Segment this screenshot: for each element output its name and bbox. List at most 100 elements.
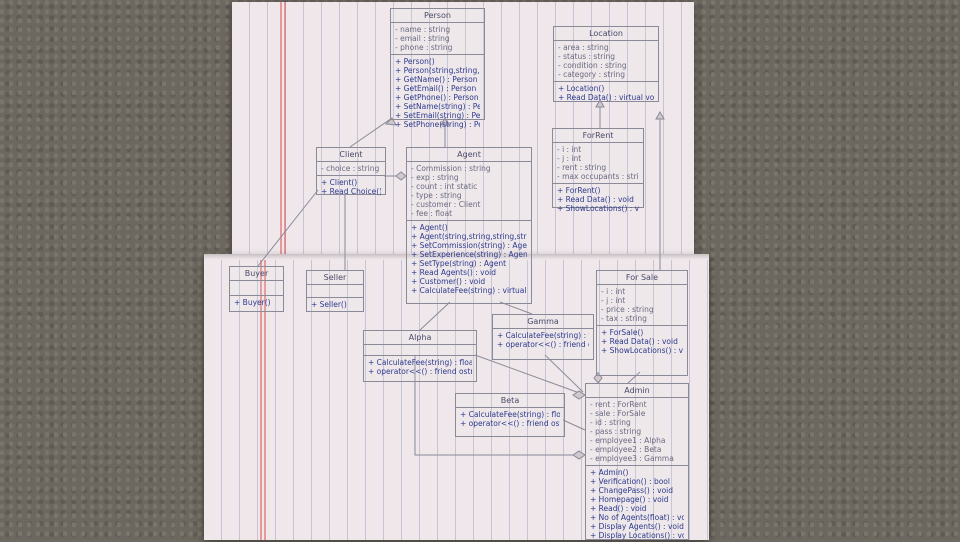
class-forsale: For Sale - i : int - j : int - price : s… bbox=[596, 270, 688, 376]
attribute: - category : string bbox=[558, 70, 626, 79]
operation: + operator<<() : friend ostream bbox=[368, 367, 472, 376]
attribute: - area : string bbox=[558, 43, 609, 52]
class-alpha: Alpha + CalculateFee(string) : float + o… bbox=[363, 330, 477, 382]
class-agent: Agent - Commission : string - exp : stri… bbox=[406, 147, 532, 304]
generalization-line bbox=[257, 189, 319, 267]
attributes-section: - i : int - j : int - price : string - t… bbox=[597, 285, 687, 325]
operation: + SetEmail(string) : Person bbox=[395, 111, 480, 120]
class-name: Client bbox=[317, 148, 385, 162]
page-fold bbox=[204, 254, 709, 260]
attributes-section: - choice : string bbox=[317, 162, 385, 175]
attribute: - fee : float bbox=[411, 209, 453, 218]
attribute: - j : int bbox=[557, 154, 582, 163]
operation: + Seller() bbox=[311, 300, 347, 309]
class-gamma: Gamma + CalculateFee(string) : float + o… bbox=[492, 314, 594, 360]
attribute: - rent : string bbox=[557, 163, 607, 172]
operation: + Read Agents() : void bbox=[411, 268, 497, 277]
attribute: - count : int static bbox=[411, 182, 478, 191]
attribute: - max occupants : string bbox=[557, 172, 639, 181]
operations-section: + CalculateFee(string) : float + operato… bbox=[493, 329, 593, 351]
margin-line bbox=[280, 2, 282, 256]
class-person: Person - name : string - email : string … bbox=[390, 8, 485, 129]
attribute: - Commission : string bbox=[411, 164, 491, 173]
operation: + No of Agents(float) : void bbox=[590, 513, 684, 522]
operation: + operator<<() : friend ostream bbox=[460, 419, 560, 428]
attribute: - status : string bbox=[558, 52, 615, 61]
operation: + Homepage() : void bbox=[590, 495, 669, 504]
operations-section: + CalculateFee(string) : float + operato… bbox=[364, 355, 476, 378]
class-name: Gamma bbox=[493, 315, 593, 329]
attribute: - id : string bbox=[590, 418, 631, 427]
attribute: - rent : ForRent bbox=[590, 400, 647, 409]
operations-section: + ForRent() + Read Data() : void + ShowL… bbox=[553, 183, 643, 215]
attribute: - customer : Client bbox=[411, 200, 481, 209]
class-forrent: ForRent - i : int - j : int - rent : str… bbox=[552, 128, 644, 213]
operations-section: + Location() + Read Data() : virtual voi… bbox=[554, 81, 658, 104]
inheritance-arrowhead bbox=[655, 110, 665, 120]
attribute: - sale : ForSale bbox=[590, 409, 646, 418]
operation: + CalculateFee(string) : float bbox=[460, 410, 560, 419]
aggregation-line bbox=[627, 371, 641, 384]
operation: + ShowLocations() : void bbox=[601, 346, 683, 355]
attributes-section bbox=[307, 285, 363, 297]
margin-line bbox=[284, 2, 286, 256]
inheritance-arrowhead bbox=[595, 98, 605, 108]
operation: + Agent(string,string,string,string) bbox=[411, 232, 527, 241]
operation: + Display Agents() : void bbox=[590, 522, 684, 531]
operation: + SetExperience(string) : Agent bbox=[411, 250, 527, 259]
operation: + CalculateFee(string) : float bbox=[368, 358, 472, 367]
operation: + SetName(string) : Person bbox=[395, 102, 480, 111]
attribute: - j : int bbox=[601, 296, 626, 305]
operation: + GetEmail() : Person bbox=[395, 84, 477, 93]
attribute: - phone : string bbox=[395, 43, 453, 52]
class-buyer: Buyer + Buyer() bbox=[229, 266, 284, 312]
attributes-section: - Commission : string - exp : string - c… bbox=[407, 162, 531, 220]
attribute: - choice : string bbox=[321, 164, 380, 173]
attribute: - tax : string bbox=[601, 314, 647, 323]
operation: + ShowLocations() : void bbox=[557, 204, 639, 213]
operation: + Read Data() : void bbox=[601, 337, 678, 346]
attributes-section bbox=[364, 345, 476, 355]
operation: + SetCommission(string) : Agent bbox=[411, 241, 527, 250]
inheritance-arrowhead bbox=[384, 117, 397, 126]
operations-section: + Admin() + Verification() : bool + Chan… bbox=[586, 465, 688, 542]
operation: + CalculateFee(string) : float bbox=[497, 331, 589, 340]
operation: + operator<<() : friend ostream bbox=[497, 340, 589, 349]
operation: + CalculateFee(string) : virtual float bbox=[411, 286, 527, 295]
attribute: - employee1 : Alpha bbox=[590, 436, 666, 445]
aggregation-line bbox=[474, 354, 586, 396]
generalization-line bbox=[419, 301, 451, 331]
operation: + SetPhone(string) : Person bbox=[395, 120, 480, 129]
operations-section: + Client() + Read Choice() : void bbox=[317, 175, 385, 198]
operations-section: + Person() + Person(string,string,string… bbox=[391, 54, 484, 131]
class-beta: Beta + CalculateFee(string) : float + op… bbox=[455, 393, 565, 437]
class-name: Agent bbox=[407, 148, 531, 162]
attribute: - condition : string bbox=[558, 61, 627, 70]
aggregation-diamond bbox=[395, 171, 407, 181]
notebook-page-bottom bbox=[204, 256, 709, 540]
class-name: Seller bbox=[307, 271, 363, 285]
attribute: - name : string bbox=[395, 25, 451, 34]
class-client: Client - choice : string + Client() + Re… bbox=[316, 147, 386, 198]
aggregation-diamond bbox=[572, 450, 586, 460]
attribute: - type : string bbox=[411, 191, 462, 200]
operation: + Location() bbox=[558, 84, 605, 93]
operation: + Verification() : bool bbox=[590, 477, 670, 486]
operations-section: + Agent() + Agent(string,string,string,s… bbox=[407, 220, 531, 297]
attribute: - employee2 : Beta bbox=[590, 445, 662, 454]
aggregation-line bbox=[562, 419, 586, 431]
generalization-line bbox=[414, 355, 585, 456]
attribute: - exp : string bbox=[411, 173, 459, 182]
operation: + SetType(string) : Agent bbox=[411, 259, 507, 268]
class-name: ForRent bbox=[553, 129, 643, 143]
class-name: Beta bbox=[456, 394, 564, 408]
operations-section: + ForSale() + Read Data() : void + ShowL… bbox=[597, 325, 687, 357]
operations-section: + Seller() bbox=[307, 297, 363, 311]
inheritance-arrowhead bbox=[440, 116, 450, 126]
operation: + ForSale() bbox=[601, 328, 644, 337]
operation: + Customer() : void bbox=[411, 277, 486, 286]
operation: + Agent() bbox=[411, 223, 448, 232]
class-admin: Admin - rent : ForRent - sale : ForSale … bbox=[585, 383, 689, 540]
